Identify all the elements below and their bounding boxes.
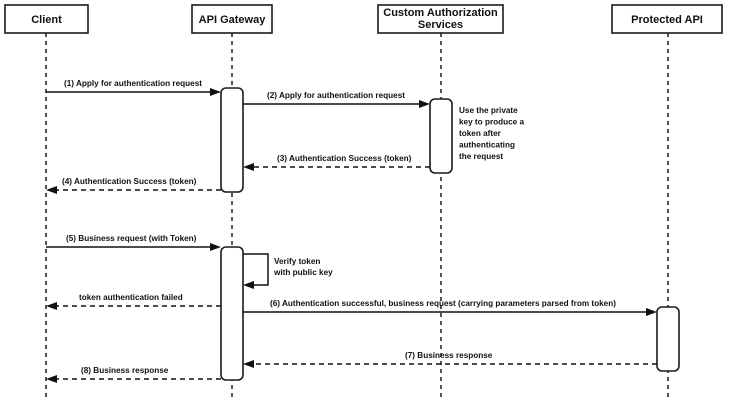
self-message-verify-token[interactable]: Verify token with public key xyxy=(243,253,333,289)
message-4-label: (4) Authentication Success (token) xyxy=(62,177,197,186)
self-message-verify-token-arrowhead xyxy=(243,281,254,289)
participant-box-custom-authorization-services xyxy=(377,4,504,34)
self-message-verify-token-path xyxy=(243,253,269,286)
message-7-business-response[interactable]: (7) Business response xyxy=(243,351,657,368)
message-3-authentication-success-token[interactable]: (3) Authentication Success (token) xyxy=(243,154,430,171)
message-1-label: (1) Apply for authentication request xyxy=(64,79,202,88)
message-8-arrowhead xyxy=(46,375,57,383)
message-token-failed-label: token authentication failed xyxy=(79,293,183,302)
note-private-key-line-2: key to produce a xyxy=(459,118,525,127)
activations-group xyxy=(220,87,680,381)
participant-custom-authorization-services[interactable]: Custom Authorization Services xyxy=(377,4,504,34)
note-private-key-line-3: token after xyxy=(459,129,502,138)
participant-label-api-gateway: API Gateway xyxy=(199,14,267,26)
message-4-authentication-success-token[interactable]: (4) Authentication Success (token) xyxy=(46,177,221,194)
participant-box-protected-api xyxy=(611,4,723,34)
message-2-label: (2) Apply for authentication request xyxy=(267,91,405,100)
note-private-key-line-4: authenticating xyxy=(459,141,515,150)
participant-label-protected-api: Protected API xyxy=(631,14,703,26)
message-2-apply-for-authentication-request[interactable]: (2) Apply for authentication request xyxy=(243,91,430,108)
activation-protected-api xyxy=(656,306,680,372)
message-3-label: (3) Authentication Success (token) xyxy=(277,154,412,163)
note-private-key-line-1: Use the private xyxy=(459,106,518,115)
message-4-arrowhead xyxy=(46,186,57,194)
message-7-label: (7) Business response xyxy=(405,351,493,360)
message-5-business-request-with-token[interactable]: (5) Business request (with Token) xyxy=(46,234,221,251)
note-private-key-line-5: the request xyxy=(459,152,503,161)
participant-api-gateway[interactable]: API Gateway xyxy=(191,4,273,34)
participant-box-api-gateway xyxy=(191,4,273,34)
message-6-authentication-successful-business-request[interactable]: (6) Authentication successful, business … xyxy=(243,299,657,316)
message-5-arrowhead xyxy=(210,243,221,251)
message-2-arrowhead xyxy=(419,100,430,108)
participant-label-custom-authorization-services-line2: Services xyxy=(418,19,463,31)
activation-gateway-business xyxy=(220,246,244,381)
participant-protected-api[interactable]: Protected API xyxy=(611,4,723,34)
self-message-verify-token-label-line2: with public key xyxy=(273,268,333,277)
note-private-key-token: Use the private key to produce a token a… xyxy=(459,106,525,161)
message-1-apply-for-authentication-request[interactable]: (1) Apply for authentication request xyxy=(46,79,221,96)
activation-authservice xyxy=(429,98,453,174)
participant-client[interactable]: Client xyxy=(4,4,89,34)
participant-headers-group: Client API Gateway Custom Authorization … xyxy=(4,4,723,34)
message-token-authentication-failed[interactable]: token authentication failed xyxy=(46,293,221,310)
activation-gateway-auth xyxy=(220,87,244,193)
message-6-arrowhead xyxy=(646,308,657,316)
participant-box-client xyxy=(4,4,89,34)
message-7-arrowhead xyxy=(243,360,254,368)
participant-label-client: Client xyxy=(31,14,62,26)
participant-label-custom-authorization-services-line1: Custom Authorization xyxy=(383,7,498,19)
message-6-label: (6) Authentication successful, business … xyxy=(270,299,616,308)
self-message-verify-token-label-line1: Verify token xyxy=(274,257,320,266)
message-5-label: (5) Business request (with Token) xyxy=(66,234,197,243)
message-1-arrowhead xyxy=(210,88,221,96)
message-8-business-response[interactable]: (8) Business response xyxy=(46,366,221,383)
message-3-arrowhead xyxy=(243,163,254,171)
message-token-failed-arrowhead xyxy=(46,302,57,310)
message-8-label: (8) Business response xyxy=(81,366,169,375)
